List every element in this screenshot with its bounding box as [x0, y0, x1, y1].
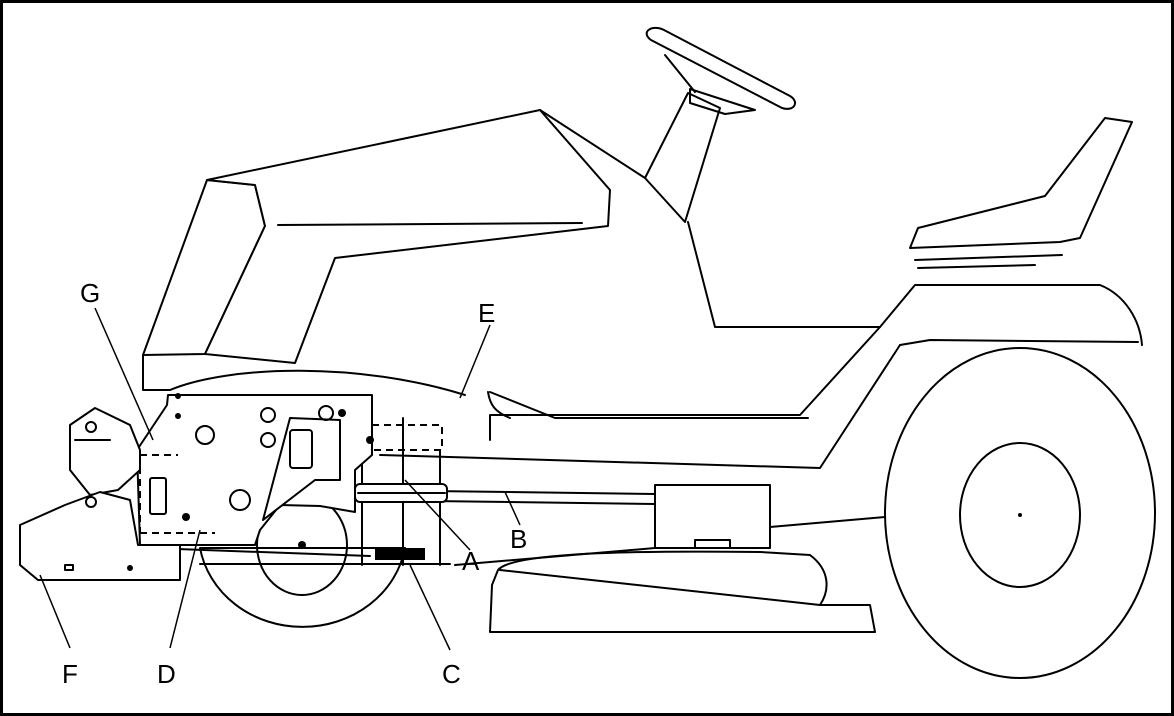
front-wheel	[199, 494, 406, 628]
mower-deck	[454, 484, 886, 633]
label-f: F	[62, 659, 78, 689]
rear-wheel	[884, 347, 1156, 679]
label-e: E	[478, 298, 495, 328]
label-a: A	[462, 546, 480, 576]
fender	[379, 221, 1143, 469]
hood	[142, 109, 646, 396]
frame-plate	[117, 393, 374, 546]
steering-wheel	[644, 26, 797, 223]
label-g: G	[80, 278, 100, 308]
seat	[909, 117, 1133, 269]
label-b: B	[510, 524, 527, 554]
label-c: C	[442, 659, 461, 689]
leader-lines	[39, 307, 521, 651]
belt-assembly	[149, 417, 656, 566]
front-bumper	[19, 407, 181, 581]
label-d: D	[157, 659, 176, 689]
